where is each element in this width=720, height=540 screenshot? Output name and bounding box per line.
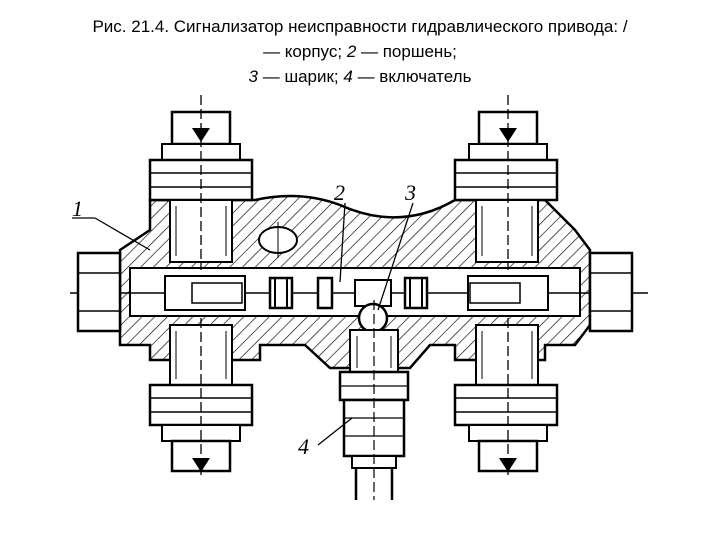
label-part-4: 4 [298, 434, 309, 459]
fitting-top-left [148, 95, 254, 270]
label-part-2: 2 [334, 180, 345, 205]
caption-num-3: 3 [248, 67, 258, 86]
caption-num-2: 2 [346, 42, 357, 61]
caption-text-2b: — поршень; [356, 42, 457, 61]
label-part-1: 1 [72, 196, 83, 221]
caption-text-3b: — включатель [352, 67, 472, 86]
caption-line-2: — корпус; 2 — поршень; [0, 39, 720, 64]
right-end-cap [588, 251, 634, 333]
leader-3 [377, 202, 414, 311]
leader-2 [339, 202, 346, 283]
caption-line-3: 3 — шарик; 4 — включатель [0, 64, 720, 89]
fitting-top-right [453, 95, 559, 270]
fitting-bottom-right [453, 318, 559, 475]
caption-line-1: Рис. 21.4. Сигнализатор неисправности ги… [0, 14, 720, 39]
label-part-3: 3 [404, 180, 416, 205]
ball [357, 302, 389, 334]
piston [164, 275, 549, 311]
fitting-bottom-left [148, 318, 254, 475]
caption-text-3a: — шарик; [258, 67, 344, 86]
left-end-cap [76, 251, 122, 333]
figure-caption: Рис. 21.4. Сигнализатор неисправности ги… [0, 14, 720, 89]
caption-num-4: 4 [343, 67, 353, 86]
leader-4 [317, 417, 353, 446]
leader-1 [94, 217, 151, 251]
caption-text-1: Рис. 21.4. Сигнализатор неисправности ги… [92, 17, 628, 36]
switch [338, 300, 410, 500]
caption-text-2a: — корпус; [263, 42, 347, 61]
